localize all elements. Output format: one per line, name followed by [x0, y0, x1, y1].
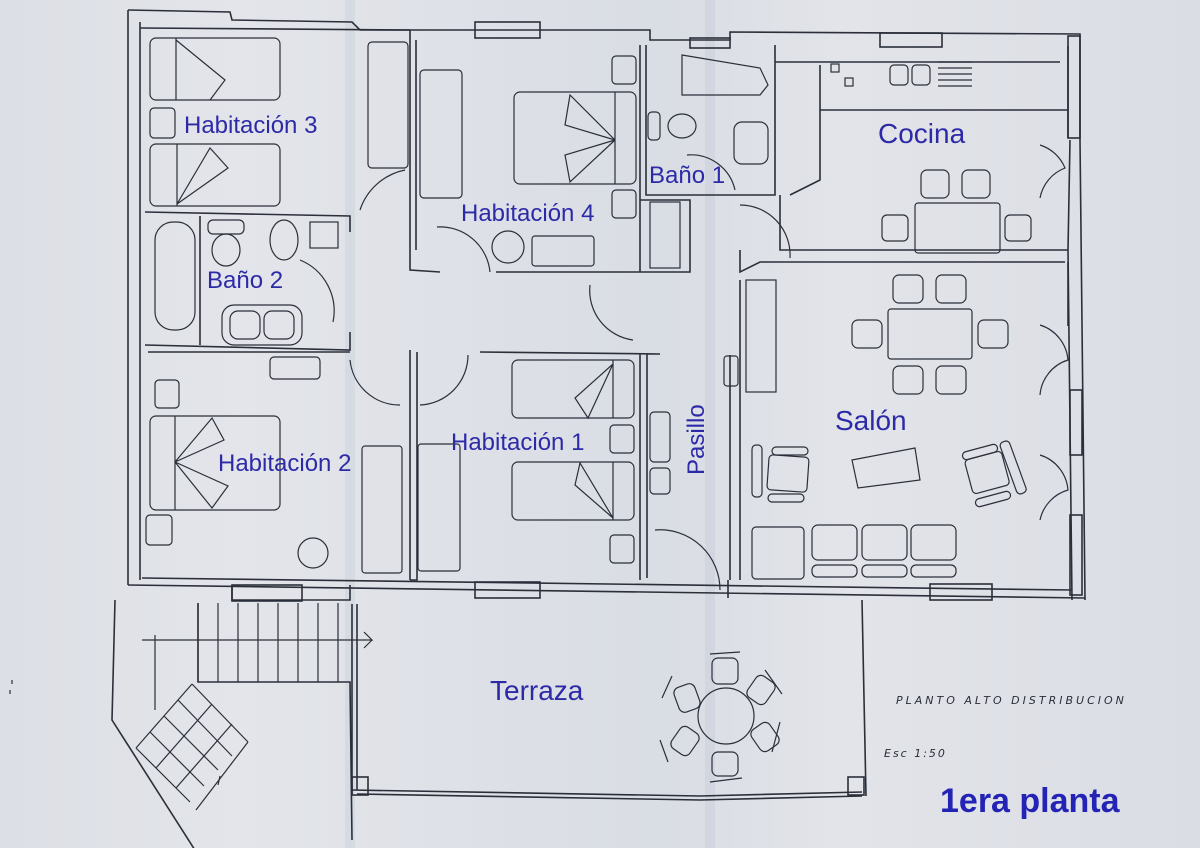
scale-note: Esc 1:50: [884, 747, 947, 760]
room-label-pasillo: Pasillo: [683, 404, 710, 475]
habitacion-3-furniture: [149, 37, 409, 207]
habitacion-1-furniture: [417, 359, 671, 572]
room-label-habitacion-1: Habitación 1: [451, 429, 585, 456]
room-label-cocina: Cocina: [878, 118, 966, 149]
room-label-habitacion-3: Habitación 3: [184, 112, 318, 139]
paper-fold: [345, 0, 355, 848]
room-label-bano-2: Baño 2: [207, 267, 284, 294]
room-label-habitacion-2: Habitación 2: [218, 450, 352, 477]
room-label-habitacion-4: Habitación 4: [461, 200, 595, 227]
cocina-furniture: [830, 61, 1032, 254]
door-swings: [299, 144, 1069, 591]
paper-fold: [705, 0, 715, 848]
room-label-bano-1: Baño 1: [649, 162, 726, 189]
bano-2-fixtures: [154, 219, 339, 346]
margin-marks: [9, 680, 13, 694]
plan-title: 1era planta: [940, 782, 1120, 820]
bano-1-fixtures: [647, 54, 769, 269]
habitacion-2-furniture: [145, 356, 403, 574]
staircase: [111, 599, 374, 848]
plan-subtitle-note: PLANTO ALTO DISTRIBUCION: [896, 694, 1127, 707]
room-label-salon: Salón: [835, 405, 907, 436]
interior-walls: [144, 35, 1083, 596]
salon-furniture: [723, 274, 1027, 580]
room-label-terraza: Terraza: [490, 675, 584, 706]
terraza-walls: [351, 599, 867, 801]
terraza-dining-set: [659, 651, 783, 783]
habitacion-4-furniture: [419, 55, 637, 267]
